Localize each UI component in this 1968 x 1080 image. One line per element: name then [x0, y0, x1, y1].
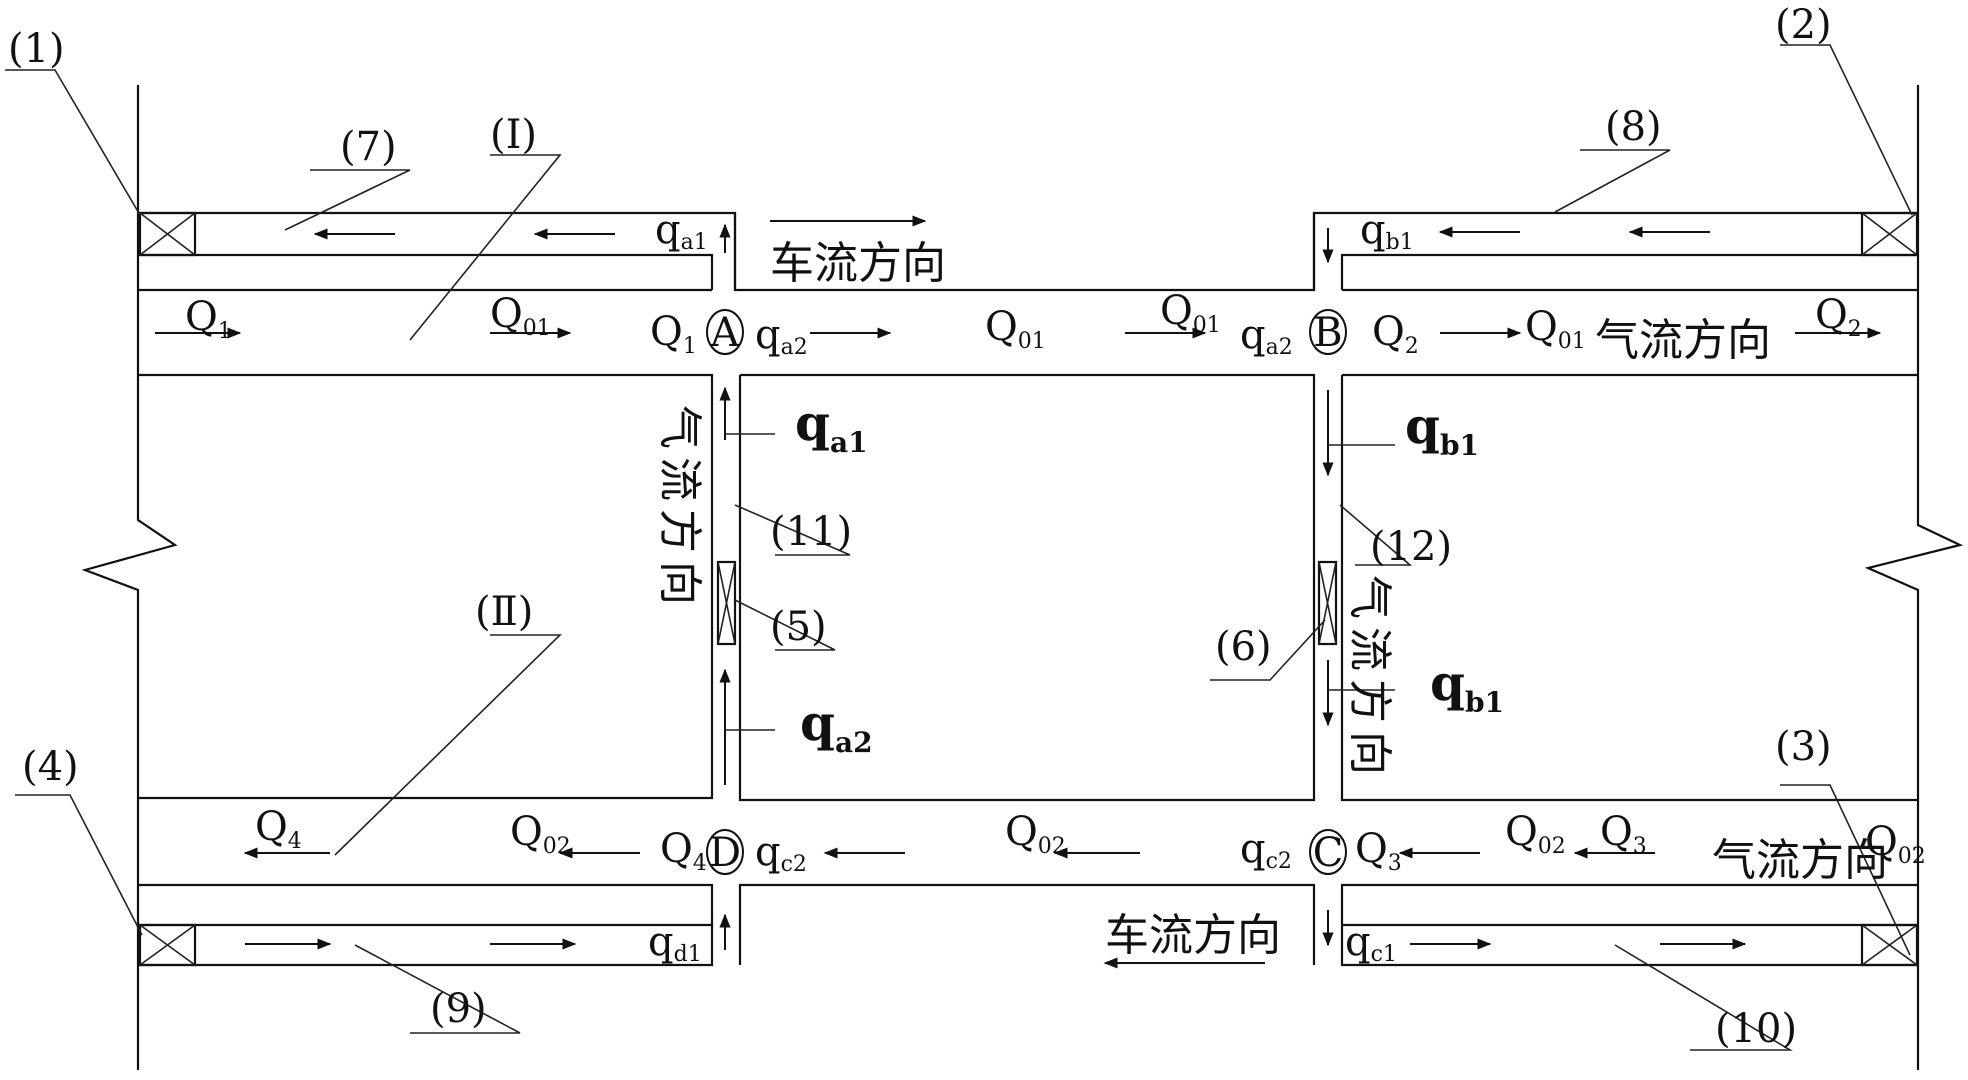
junction-a: A	[707, 310, 743, 356]
flow-Q02-right: Q02	[1505, 809, 1566, 859]
callout-5: (5)	[770, 604, 827, 650]
regulator-6	[1319, 562, 1336, 644]
svg-text:向: 向	[654, 561, 705, 605]
right-boundary	[1868, 85, 1960, 1070]
main-roadway-bottom	[138, 885, 1918, 915]
flow-qc2-at-c: qc2	[1240, 826, 1292, 874]
svg-text:方: 方	[1344, 679, 1395, 723]
callout-9: (9)	[430, 986, 487, 1032]
regulator-3	[1862, 925, 1917, 965]
flow-qc2-at-d: qc2	[755, 829, 807, 877]
flow-qa1-vertical: qa1	[795, 393, 868, 459]
svg-text:C: C	[1313, 830, 1344, 876]
top-upper-left-passage	[138, 213, 735, 290]
traffic-direction-bottom: 车流方向	[1105, 910, 1281, 961]
flow-qa2-at-b: qa2	[1240, 312, 1293, 360]
bottom-lower-passages	[138, 915, 1918, 965]
svg-text:流: 流	[654, 457, 705, 501]
leader-lines	[5, 45, 1912, 1050]
callout-6: (6)	[1215, 624, 1272, 670]
airflow-direction-top: 气流方向	[1595, 315, 1771, 366]
flow-Q01-right: Q01	[1525, 304, 1586, 354]
flow-Q3-right: Q3	[1600, 809, 1647, 859]
callout-2: (2)	[1775, 2, 1832, 48]
callout-region-1: (Ⅰ)	[490, 112, 537, 158]
svg-text:B: B	[1313, 310, 1342, 356]
flow-qa1-passage: qa1	[655, 207, 708, 255]
callout-12: (12)	[1370, 524, 1452, 570]
flow-Q4-at-d: Q4	[660, 826, 707, 876]
callout-10: (10)	[1715, 1006, 1797, 1052]
flow-qa2-vertical: qa2	[800, 693, 873, 759]
flow-Q02-mid: Q02	[1005, 809, 1066, 859]
junction-c: C	[1310, 830, 1346, 876]
callout-region-2: (Ⅱ)	[475, 589, 533, 635]
flow-Q4-left: Q4	[255, 804, 302, 854]
regulator-1	[140, 213, 195, 255]
flow-qb1-passage: qb1	[1360, 207, 1414, 255]
callout-1: (1)	[8, 26, 65, 72]
junction-b: B	[1310, 310, 1346, 356]
flow-Q2-right: Q2	[1815, 292, 1862, 342]
flow-qc1-passage: qc1	[1345, 919, 1397, 967]
flow-Q01-mid2: Q01	[1160, 288, 1221, 338]
callout-8: (8)	[1605, 104, 1662, 150]
svg-text:方: 方	[654, 509, 705, 553]
flow-Q3-at-c: Q3	[1355, 826, 1402, 876]
left-boundary	[85, 85, 175, 1070]
callout-4: (4)	[22, 744, 79, 790]
flow-Q2-at-b: Q2	[1372, 309, 1419, 359]
regulator-2	[1862, 213, 1917, 255]
flow-qb1-vertical-upper: qb1	[1405, 396, 1479, 462]
svg-text:A: A	[710, 310, 741, 356]
svg-text:气: 气	[1344, 575, 1395, 619]
flow-qd1-passage: qd1	[648, 919, 702, 967]
svg-text:气: 气	[654, 405, 705, 449]
traffic-direction-top: 车流方向	[770, 238, 946, 289]
flow-qa2-top: qa2	[755, 312, 808, 360]
callout-3: (3)	[1775, 724, 1832, 770]
regulator-5	[718, 562, 735, 644]
flow-Q1-left: Q1	[185, 294, 232, 344]
flow-qb1-vertical-lower: qb1	[1430, 653, 1504, 719]
svg-text:D: D	[709, 830, 741, 876]
flow-Q1-at-a: Q1	[650, 309, 697, 359]
flow-Q01-left: Q01	[490, 291, 551, 341]
callout-labels: (1) (2) (3) (4) (5) (6) (7) (8) (9) (10)…	[8, 2, 1832, 1052]
flow-Q01-mid: Q01	[985, 304, 1046, 354]
junction-d: D	[707, 830, 743, 876]
airflow-direction-bottom: 气流方向	[1712, 835, 1888, 886]
main-roadway-top	[138, 213, 1918, 800]
callout-7: (7)	[340, 124, 397, 170]
regulator-4	[140, 925, 195, 965]
svg-text:向: 向	[1344, 731, 1395, 775]
svg-text:流: 流	[1344, 627, 1395, 671]
airflow-direction-right-vertical: 气 流 方 向	[1344, 575, 1395, 775]
callout-11: (11)	[770, 509, 852, 555]
flow-Q02-far-right: Q02	[1865, 819, 1926, 869]
airflow-direction-left-vertical: 气 流 方 向	[654, 405, 705, 605]
flow-Q02-left: Q02	[510, 809, 571, 859]
